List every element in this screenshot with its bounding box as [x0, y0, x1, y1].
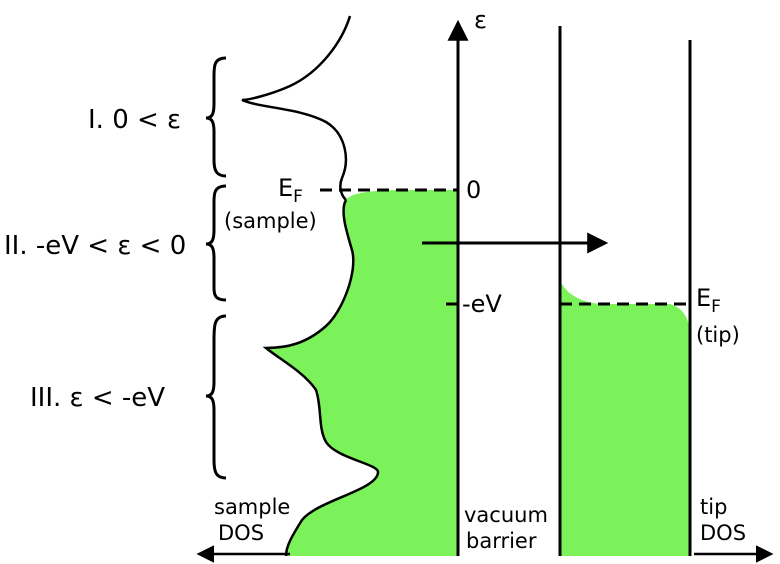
- sample-dos-label-line2: DOS: [218, 521, 264, 545]
- energy-axis-label: ε: [474, 6, 487, 34]
- region-1-label: I. 0 < ε: [88, 105, 181, 135]
- region-3-label: III. ε < -eV: [30, 383, 165, 413]
- region-2-label: II. -eV < ε < 0: [4, 231, 186, 261]
- brace-region-3: [205, 314, 227, 480]
- brace-region-1: [205, 56, 227, 178]
- minus-ev-label: -eV: [462, 290, 502, 318]
- zero-level-label: 0: [466, 176, 481, 204]
- vacuum-barrier-label-line2: barrier: [466, 529, 537, 553]
- tip-fermi-main: E: [696, 284, 711, 312]
- tip-dos-label-line2: DOS: [700, 521, 746, 545]
- sample-dos-curve-lower: [262, 199, 380, 557]
- tip-fermi-sub: F: [711, 297, 721, 317]
- sample-fermi-main: E: [278, 174, 293, 202]
- tip-filled-states: [560, 280, 690, 556]
- tip-dos-label-line1: tip: [700, 495, 727, 519]
- brace-region-2: [205, 184, 227, 302]
- sample-filled-states: [266, 190, 458, 556]
- vacuum-barrier-label-line1: vacuum: [464, 503, 548, 527]
- tip-fermi-label: EF: [696, 284, 721, 317]
- sample-dos-label-line1: sample: [214, 495, 290, 519]
- sample-fermi-label: EF: [278, 174, 303, 207]
- sample-fermi-sub: F: [293, 187, 303, 207]
- sample-fermi-note: (sample): [224, 209, 317, 233]
- tip-fermi-note: (tip): [696, 323, 740, 347]
- sample-dos-curve-upper: [241, 15, 352, 201]
